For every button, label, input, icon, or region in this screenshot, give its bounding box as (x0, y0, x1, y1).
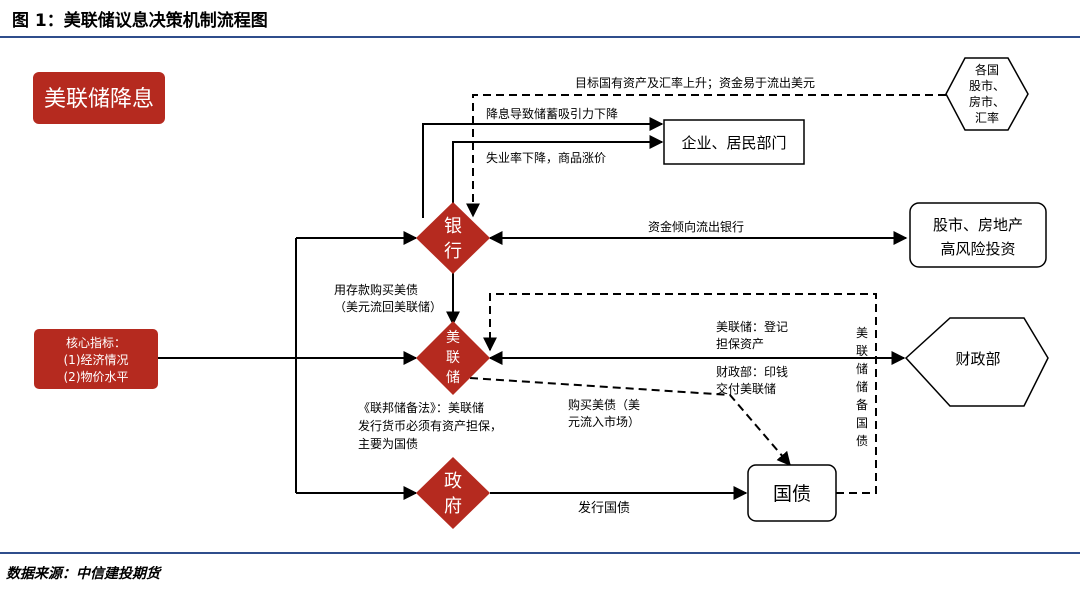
label-fed-reserve-bonds: 美 联 储 储 备 国 债 (856, 326, 868, 448)
label-funds-out: 资金倾向流出银行 (648, 219, 744, 234)
label-buy-bonds-2: 元流入市场） (568, 414, 640, 429)
label-fed-act-3: 主要为国债 (358, 437, 418, 451)
gov-label-2: 府 (444, 496, 462, 517)
foreign-markets-hexagon (945, 57, 1029, 131)
label-fed-register-2: 担保资产 (716, 337, 764, 351)
corp-household-box (663, 119, 805, 165)
fed-label-3: 储 (446, 370, 460, 386)
foreign-line-1: 各国 (975, 62, 999, 77)
reserve-char-2: 联 (856, 344, 868, 358)
reserve-char-3: 储 (856, 361, 868, 376)
label-fed-act-1: 《联邦储备法》：美联储 (358, 400, 484, 415)
reserve-char-4: 储 (856, 379, 868, 394)
foreign-line-4: 汇率 (975, 110, 999, 125)
label-treasury-print-1: 财政部：印钱 (716, 364, 788, 379)
core-line-1: 核心指标： (66, 335, 126, 350)
label-fed-register-1: 美联储：登记 (716, 319, 788, 334)
reserve-char-6: 国 (856, 416, 868, 430)
core-indicators-box (34, 329, 158, 389)
fed-diamond (416, 321, 490, 395)
corp-household-label: 企业、居民部门 (681, 134, 786, 152)
arrow-bonds-to-fed (483, 293, 877, 494)
gov-diamond (416, 457, 490, 529)
fed-label-1: 美 (446, 330, 460, 346)
markets-box (909, 202, 1047, 268)
fed-rate-cut-box (33, 72, 165, 124)
foreign-line-2: 股市、 (969, 78, 1005, 93)
gov-label-1: 政 (444, 471, 462, 492)
arrow-foreign-to-bank (466, 94, 946, 218)
bank-label-2: 行 (444, 241, 462, 262)
markets-line-1: 股市、房地产 (933, 216, 1023, 234)
dashed-connectors (466, 94, 946, 494)
solid-connectors (158, 117, 908, 500)
label-deposit-attract: 降息导致储蓄吸引力下降 (486, 106, 618, 121)
fed-rate-cut-label: 美联储降息 (44, 87, 154, 112)
arrow-bank-to-corp-2 (452, 135, 664, 212)
label-deposits-buy-2: （美元流回美联储） (334, 299, 442, 314)
arrow-fed-to-bonds (469, 377, 791, 467)
bank-label-1: 银 (444, 216, 462, 237)
reserve-char-7: 债 (856, 434, 868, 448)
bonds-box (747, 464, 837, 522)
reserve-char-5: 备 (856, 398, 868, 412)
top-rule (0, 36, 1080, 38)
label-issue-bonds: 发行国债 (578, 500, 630, 516)
fed-label-2: 联 (446, 350, 460, 366)
bank-diamond (416, 202, 490, 274)
core-line-2: (1)经济情况 (64, 352, 129, 367)
label-buy-bonds-1: 购买美债（美 (568, 397, 640, 412)
arrow-bank-to-corp-1 (422, 117, 664, 218)
markets-line-2: 高风险投资 (940, 240, 1015, 258)
label-dollar-outflow: 目标国有资产及汇率上升；资金易于流出美元 (575, 75, 815, 90)
bottom-rule (0, 552, 1080, 554)
reserve-char-1: 美 (856, 326, 868, 340)
label-treasury-print-2: 交付美联储 (716, 381, 776, 396)
core-line-3: (2)物价水平 (64, 370, 129, 384)
foreign-line-3: 房市、 (969, 94, 1005, 109)
bonds-label: 国债 (773, 483, 811, 505)
label-unemployment: 失业率下降，商品涨价 (486, 150, 606, 165)
label-deposits-buy-1: 用存款购买美债 (334, 282, 418, 297)
treasury-hexagon (904, 317, 1049, 407)
figure-title: 图 1：美联储议息决策机制流程图 (12, 11, 268, 31)
label-fed-act-2: 发行货币必须有资产担保， (358, 418, 502, 433)
source-note: 数据来源：中信建投期货 (6, 566, 160, 582)
treasury-label: 财政部 (955, 350, 1000, 368)
